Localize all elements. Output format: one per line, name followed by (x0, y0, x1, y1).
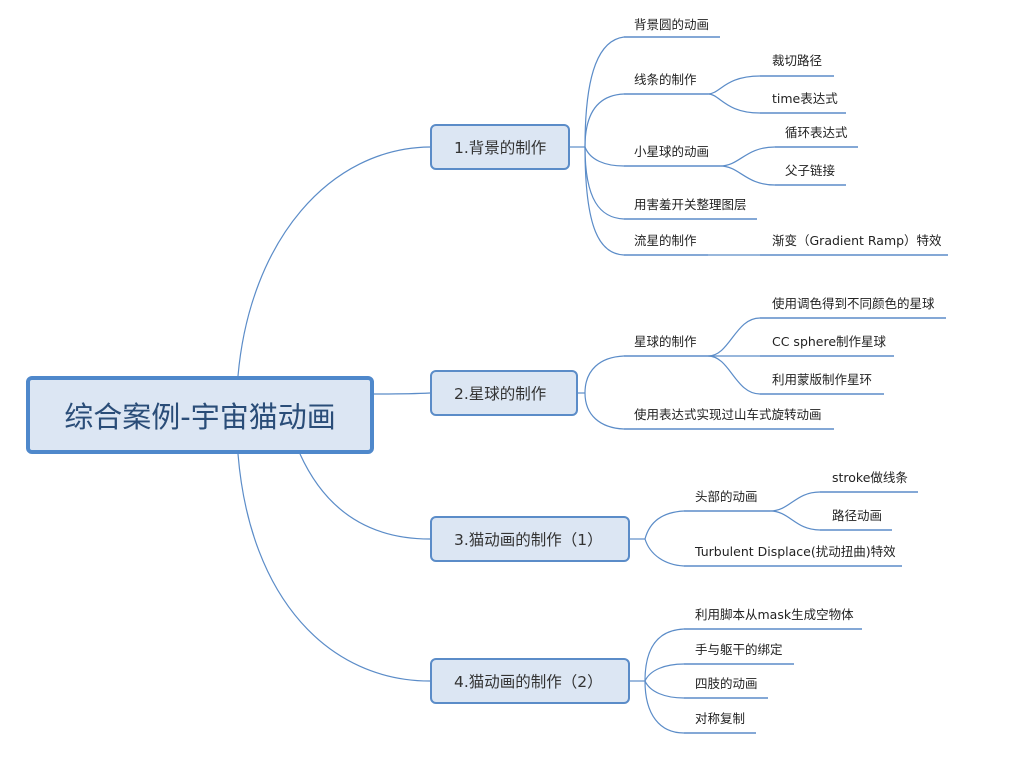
subtopic-mask-ring[interactable]: 利用蒙版制作星环 (772, 372, 873, 387)
branch-topic-cat-2[interactable]: 4.猫动画的制作（2） (430, 658, 630, 704)
subtopic-gradient-ramp[interactable]: 渐变（Gradient Ramp）特效 (772, 233, 942, 248)
connector-b1-c4 (584, 146, 625, 220)
connector-b4-c3 (644, 680, 685, 699)
connector-root-b2 (373, 392, 431, 395)
connector-b1-c5 (584, 146, 625, 256)
connector-b1-c3-g2 (719, 165, 776, 186)
connector-b1-c3-g1 (719, 146, 776, 167)
connector-b4-c1 (644, 628, 685, 682)
subtopic-meteor-making[interactable]: 流星的制作 (634, 233, 697, 248)
subtopic-turbulent-displace[interactable]: Turbulent Displace(扰动扭曲)特效 (695, 544, 896, 559)
subtopic-limb-anim[interactable]: 四肢的动画 (695, 676, 758, 691)
connector-b3-c1-g1 (769, 491, 821, 512)
connector-b1-c3 (584, 146, 625, 167)
subtopic-shy-switch[interactable]: 用害羞开关整理图层 (634, 197, 747, 212)
connector-b2-c1 (584, 355, 625, 394)
connector-b4-c4 (644, 680, 685, 734)
connector-b1-c2-g2 (707, 93, 761, 114)
connector-b4-c2 (644, 663, 685, 682)
connector-root-b1 (237, 146, 431, 377)
branch-topic-planet[interactable]: 2.星球的制作 (430, 370, 578, 416)
subtopic-planet-making[interactable]: 星球的制作 (634, 334, 697, 349)
subtopic-cc-sphere[interactable]: CC sphere制作星球 (772, 334, 887, 349)
subtopic-clip-path[interactable]: 裁切路径 (772, 53, 823, 68)
branch-topic-background[interactable]: 1.背景的制作 (430, 124, 570, 170)
subtopic-script-null[interactable]: 利用脚本从mask生成空物体 (695, 607, 854, 622)
subtopic-color-grading[interactable]: 使用调色得到不同颜色的星球 (772, 296, 935, 311)
subtopic-head-anim[interactable]: 头部的动画 (695, 489, 758, 504)
connector-b3-c1 (644, 510, 685, 540)
connector-b2-c1-g1 (707, 317, 761, 357)
subtopic-small-planet-anim[interactable]: 小星球的动画 (634, 144, 710, 159)
connector-root-b3 (299, 453, 431, 540)
connector-b1-c1 (584, 36, 625, 148)
subtopic-stroke-lines[interactable]: stroke做线条 (832, 470, 908, 485)
connector-b1-c2-g1 (707, 75, 761, 95)
subtopic-symmetric-copy[interactable]: 对称复制 (695, 711, 746, 726)
branch-topic-cat-1[interactable]: 3.猫动画的制作（1） (430, 516, 630, 562)
subtopic-line-making[interactable]: 线条的制作 (634, 72, 697, 87)
subtopic-hand-torso-bind[interactable]: 手与躯干的绑定 (695, 642, 783, 657)
connector-b2-c1-g3 (707, 355, 761, 395)
subtopic-parent-link[interactable]: 父子链接 (785, 163, 836, 178)
connector-root-b4 (237, 453, 431, 682)
connector-b2-c2 (584, 392, 625, 430)
subtopic-path-anim[interactable]: 路径动画 (832, 508, 883, 523)
root-topic[interactable]: 综合案例-宇宙猫动画 (26, 376, 374, 454)
subtopic-loop-expression[interactable]: 循环表达式 (785, 125, 848, 140)
subtopic-time-expression[interactable]: time表达式 (772, 91, 838, 106)
connector-b3-c2 (644, 538, 685, 567)
connector-b1-c2 (584, 93, 625, 148)
subtopic-rollercoaster-expression[interactable]: 使用表达式实现过山车式旋转动画 (634, 407, 822, 422)
connector-b3-c1-g2 (769, 510, 821, 531)
subtopic-bg-circle-anim[interactable]: 背景圆的动画 (634, 17, 710, 32)
